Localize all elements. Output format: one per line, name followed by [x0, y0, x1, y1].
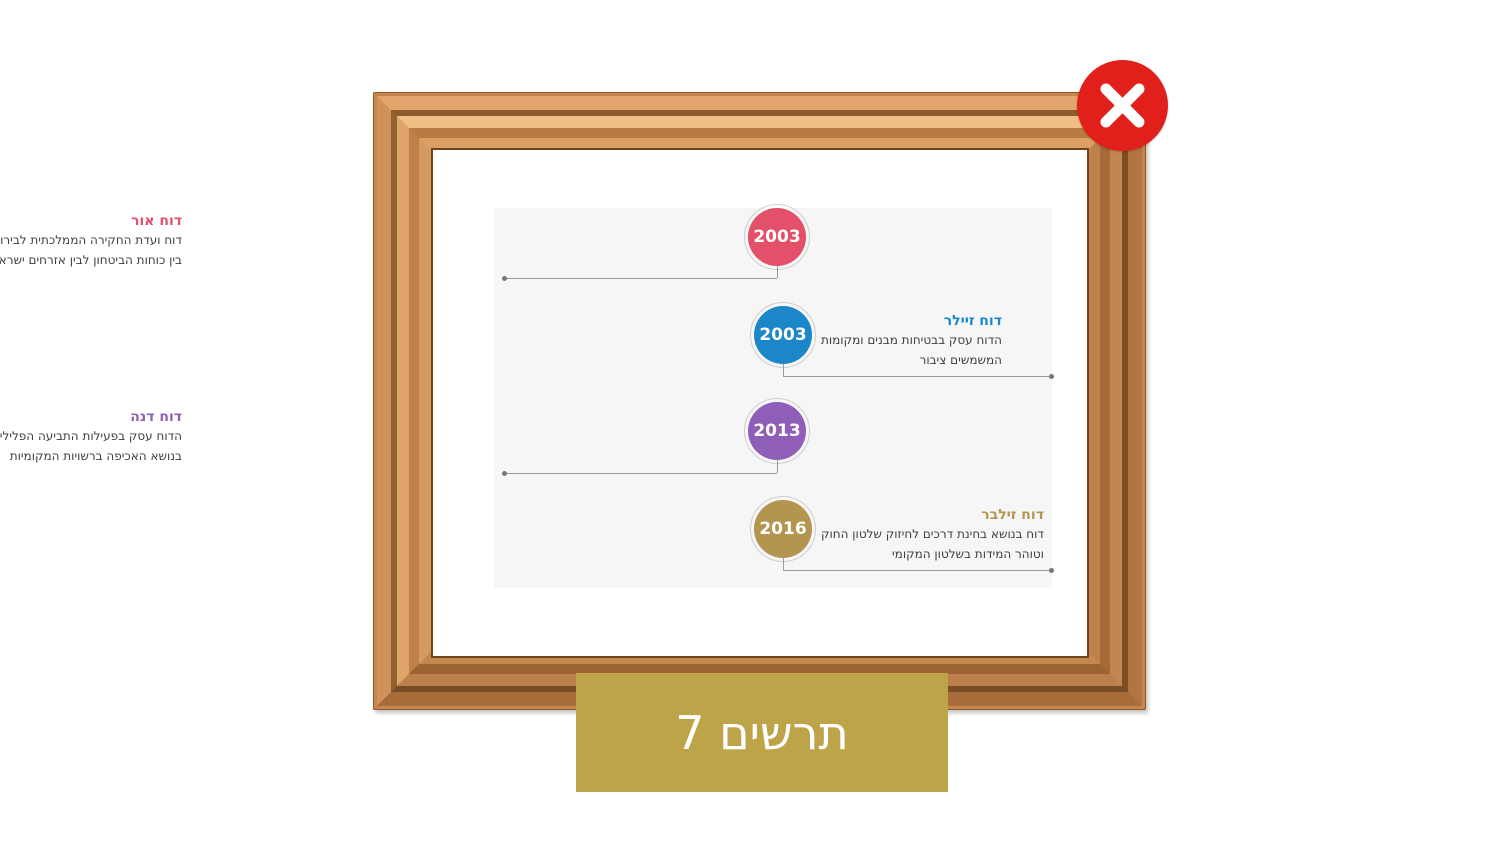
- report-text: דוח זיילר הדוח עסק בבטיחות מבנים ומקומות…: [821, 312, 1002, 370]
- report-description-line: דוח ועדת החקירה הממלכתית לבירור ההתנגשוי…: [0, 233, 182, 247]
- close-button[interactable]: [1077, 60, 1168, 151]
- year-badge: 2013: [748, 402, 806, 460]
- divider-dot: [502, 276, 507, 281]
- divider-dot: [502, 471, 507, 476]
- frame-molding-outer: [377, 96, 1142, 706]
- frame-canvas: 2003 דוח אור דוח ועדת החקירה הממלכתית לב…: [0, 150, 1087, 656]
- report-description-line: המשמשים ציבור: [919, 353, 1002, 367]
- year-badge: 2016: [754, 500, 812, 558]
- reports-timeline: 2003 דוח אור דוח ועדת החקירה הממלכתית לב…: [0, 204, 1054, 588]
- divider-line: [783, 570, 1051, 571]
- divider-line: [504, 473, 777, 474]
- report-text: דוח זילבר דוח בנושא בחינת דרכים לחיזוק ש…: [821, 506, 1044, 564]
- report-description-line: וטוהר המידות בשלטון המקומי: [891, 547, 1044, 561]
- figure-caption: תרשים 7: [576, 673, 948, 792]
- divider-dot: [1049, 568, 1054, 573]
- divider-line: [783, 376, 1051, 377]
- divider-line: [504, 278, 777, 279]
- caption-text: תרשים 7: [675, 705, 849, 760]
- year-badge: 2003: [754, 306, 812, 364]
- connector-line: [783, 558, 784, 570]
- divider-dot: [1049, 374, 1054, 379]
- report-description-line: דוח בנושא בחינת דרכים לחיזוק שלטון החוק: [821, 527, 1044, 541]
- frame-molding-inner: [409, 128, 1110, 674]
- report-description-line: הדוח עסק בבטיחות מבנים ומקומות: [821, 333, 1002, 347]
- close-icon: [1100, 83, 1145, 128]
- report-title: דוח דנה: [130, 409, 182, 425]
- year-badge: 2003: [748, 208, 806, 266]
- report-title: דוח אור: [131, 213, 182, 229]
- report-title: דוח זילבר: [981, 507, 1044, 523]
- report-text: דוח אור דוח ועדת החקירה הממלכתית לבירור …: [0, 212, 182, 270]
- picture-frame: 2003 דוח אור דוח ועדת החקירה הממלכתית לב…: [0, 92, 1146, 710]
- report-description-line: הדוח עסק בפעילות התביעה הפלילית ובכלל זה: [0, 429, 182, 443]
- report-title: דוח זיילר: [943, 313, 1002, 329]
- connector-line: [777, 266, 778, 278]
- connector-line: [777, 460, 778, 473]
- connector-line: [783, 364, 784, 376]
- report-description-line: בנושא האכיפה ברשויות המקומיות: [9, 449, 182, 463]
- report-text: דוח דנה הדוח עסק בפעילות התביעה הפלילית …: [0, 408, 182, 466]
- report-description-line: בין כוחות הביטחון לבין אזרחים ישראלים: [0, 253, 182, 267]
